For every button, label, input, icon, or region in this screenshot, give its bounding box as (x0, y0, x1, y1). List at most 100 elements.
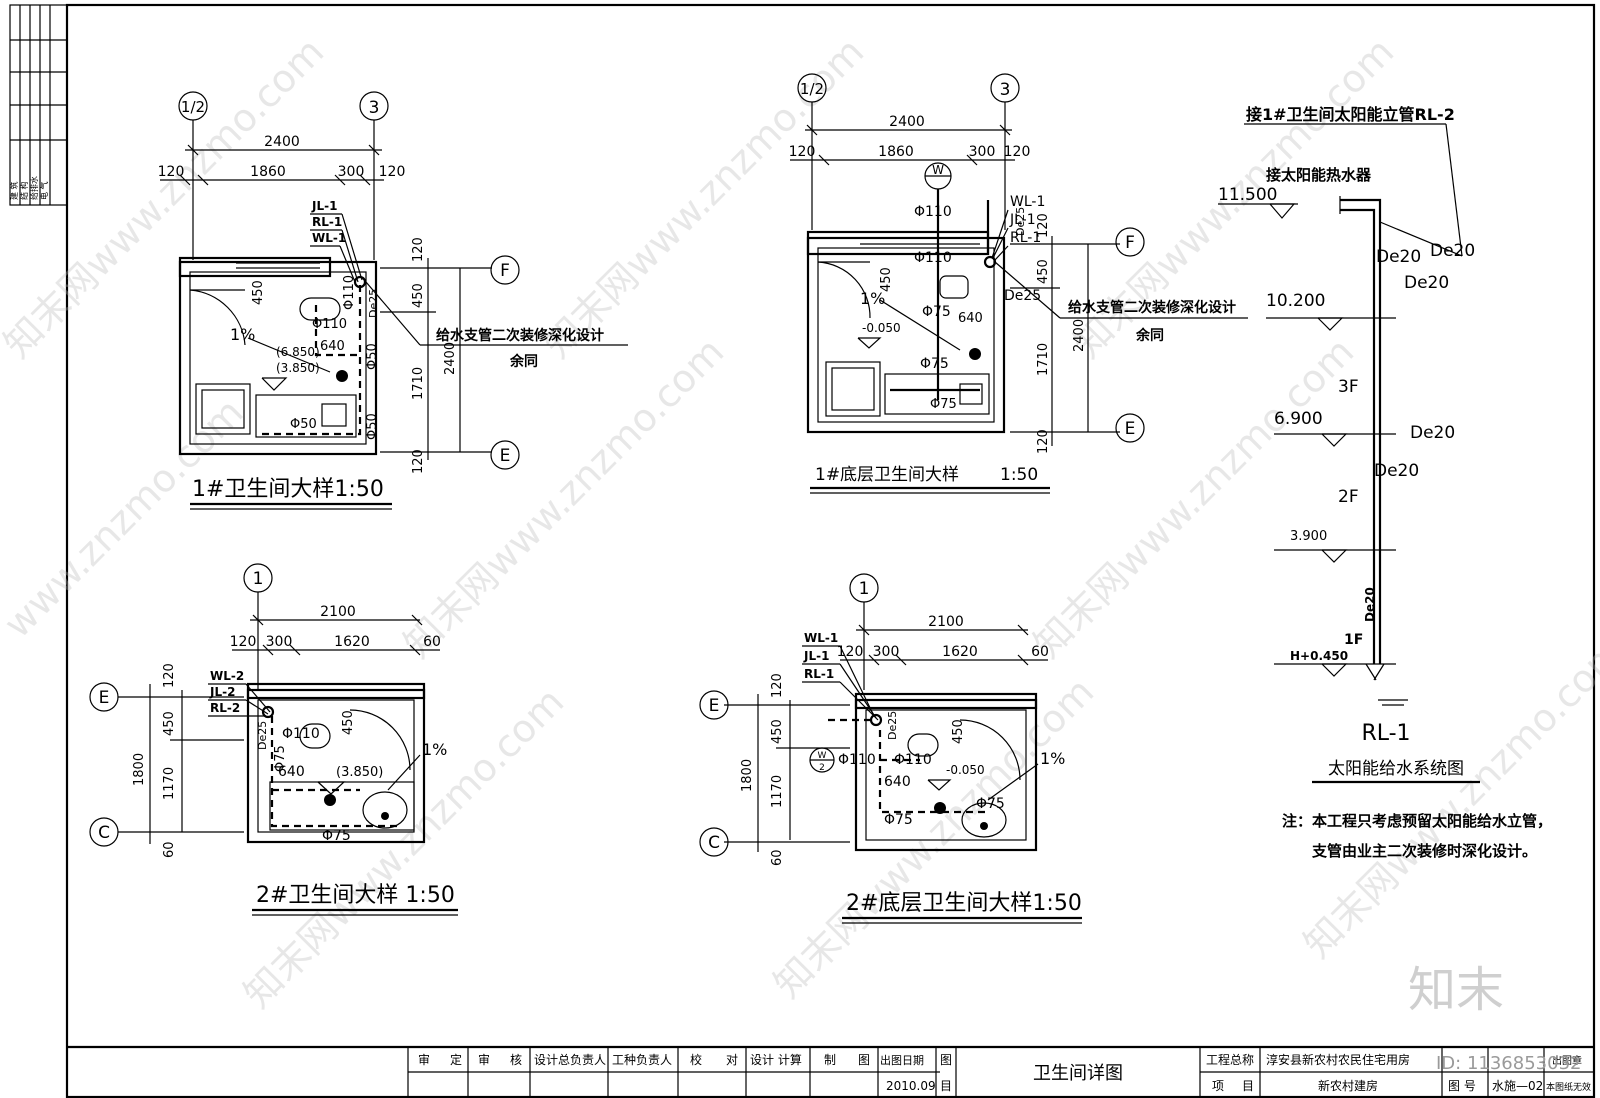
dim-text: 120 (789, 144, 816, 160)
drain-pipe (270, 716, 400, 828)
pipe-size: De25 (367, 289, 380, 318)
dim-text: 2100 (928, 614, 964, 630)
riser-note: 支管由业主二次装修时深化设计。 (1311, 842, 1537, 860)
riser-diagram: 接1#卫生间太阳能立管RL-2 接太阳能热水器 11.500 10.200 6.… (1218, 105, 1552, 860)
pipe-label: JL-1 (1009, 212, 1036, 228)
tb-cell: 制 (824, 1053, 836, 1067)
dim-text: 60 (423, 634, 441, 650)
dim-text: 120 (1004, 144, 1031, 160)
tb-item-label2: 目 (1242, 1079, 1254, 1093)
axis-bubble (1115, 227, 1145, 257)
pipe-dia: Φ110 (914, 204, 952, 220)
dim-text: 60 (770, 849, 785, 866)
tb-drawing-no: 水施—02 (1492, 1079, 1543, 1093)
level-text: 10.200 (1266, 291, 1325, 311)
dim-text: 300 (266, 634, 293, 650)
dim-text: 450 (251, 280, 266, 305)
tb-stamp-label: 出图章 (1552, 1054, 1582, 1067)
pipe-size: De20 (1430, 241, 1475, 261)
dim-text: 300 (873, 644, 900, 660)
dim-text: 60 (1031, 644, 1049, 660)
tb-cell: 审 (478, 1052, 490, 1067)
riser-top-note: 接1#卫生间太阳能立管RL-2 (1246, 105, 1455, 124)
dim-text: 640 (320, 339, 345, 354)
strip-text-plumb: 给排水 (29, 176, 39, 200)
dim-text: 640 (958, 311, 983, 326)
pipe-label: WL-1 (804, 631, 838, 645)
dim-text: 1860 (250, 164, 286, 180)
toilet (939, 275, 969, 299)
dim-text: 120 (230, 634, 257, 650)
axis-bubble (699, 827, 729, 857)
tb-mu: 目 (940, 1079, 952, 1093)
pipe-dia: Φ110 (894, 752, 932, 768)
dim-text: 1620 (334, 634, 370, 650)
axis-label: 1 (253, 569, 264, 589)
dim-text: 120 (158, 164, 185, 180)
strip-text-arch: 建 筑 (9, 181, 19, 200)
tb-cell: 审 (418, 1052, 430, 1067)
window (178, 256, 332, 278)
tb-cell: 定 (450, 1052, 462, 1067)
riser-pipe (1340, 198, 1382, 664)
slope-label: 1% (860, 289, 885, 308)
dim-text: 1170 (162, 767, 177, 800)
pipe-size: De20 (1363, 587, 1377, 622)
dim-text: 1800 (132, 753, 147, 786)
axis-label: 3 (1000, 80, 1011, 100)
pipe-size: De25 (1004, 288, 1041, 304)
dim-text: 300 (338, 164, 365, 180)
dim-text: 2400 (1072, 319, 1087, 352)
drawing-title: 2#底层卫生间大样1:50 (846, 891, 1082, 916)
slope-label: 1% (1040, 749, 1065, 768)
tub (884, 373, 990, 415)
tb-item-value: 新农村建房 (1318, 1078, 1378, 1093)
tb-cell: 图 (940, 1053, 952, 1067)
note-text: 余同 (509, 353, 538, 370)
dim-text: 1710 (1036, 343, 1051, 376)
drain-pipe (258, 285, 362, 436)
toilet (299, 723, 331, 749)
note-text: 给水支管二次装修深化设计 (1068, 299, 1236, 316)
note-text: 余同 (1135, 327, 1164, 344)
strip-text-struct: 结 构 (19, 181, 29, 200)
axis-bubble (89, 817, 119, 847)
pipe-size: De20 (1374, 461, 1419, 481)
svg-text:知末网www.znzmo.com: 知末网www.znzmo.com (765, 669, 1102, 1006)
floor-label: 2F (1338, 487, 1359, 507)
riser-title: RL-1 (1361, 721, 1410, 746)
axis-label: F (1125, 233, 1135, 253)
floor-label: 1F (1344, 632, 1363, 648)
pipe-dia: Φ110 (838, 752, 876, 768)
tb-cell: 图 (858, 1053, 870, 1067)
tub (269, 781, 415, 831)
tb-cell: 设计总负责人 (534, 1053, 606, 1067)
dim-text: 120 (411, 449, 426, 474)
dim-text: 450 (341, 710, 356, 735)
pipe-label: JL-2 (209, 685, 235, 699)
tub (255, 394, 357, 438)
tb-cell: 设计 计算 (750, 1052, 802, 1067)
pipe-dia: Φ75 (322, 828, 351, 844)
window (854, 692, 1038, 710)
axis-label: E (500, 446, 511, 466)
axis-label: E (99, 688, 110, 708)
tb-stamp-note: 本图纸无效 (1546, 1081, 1591, 1093)
pipe-label: WL-1 (312, 231, 346, 245)
tb-cell: 校 (690, 1052, 702, 1067)
pipe-size: De20 (1376, 247, 1421, 267)
pipe-label: RL-1 (804, 667, 834, 681)
axis-label: E (1125, 419, 1136, 439)
watermark-id: ID: 1136853032 (1436, 1053, 1581, 1074)
axis-label: 1/2 (800, 80, 824, 98)
note-text: 给水支管二次装修深化设计 (436, 327, 604, 344)
dim-text: 120 (379, 164, 406, 180)
dim-text: 450 (770, 719, 785, 744)
pipe-size: De20 (1410, 423, 1455, 443)
drawing-title: 1#卫生间大样1:50 (192, 477, 384, 502)
slope-label: 1% (422, 740, 447, 759)
dim-text: 450 (162, 711, 177, 736)
pipe-dia: Φ50 (365, 413, 380, 440)
pipe-dia: Φ50 (290, 417, 317, 432)
